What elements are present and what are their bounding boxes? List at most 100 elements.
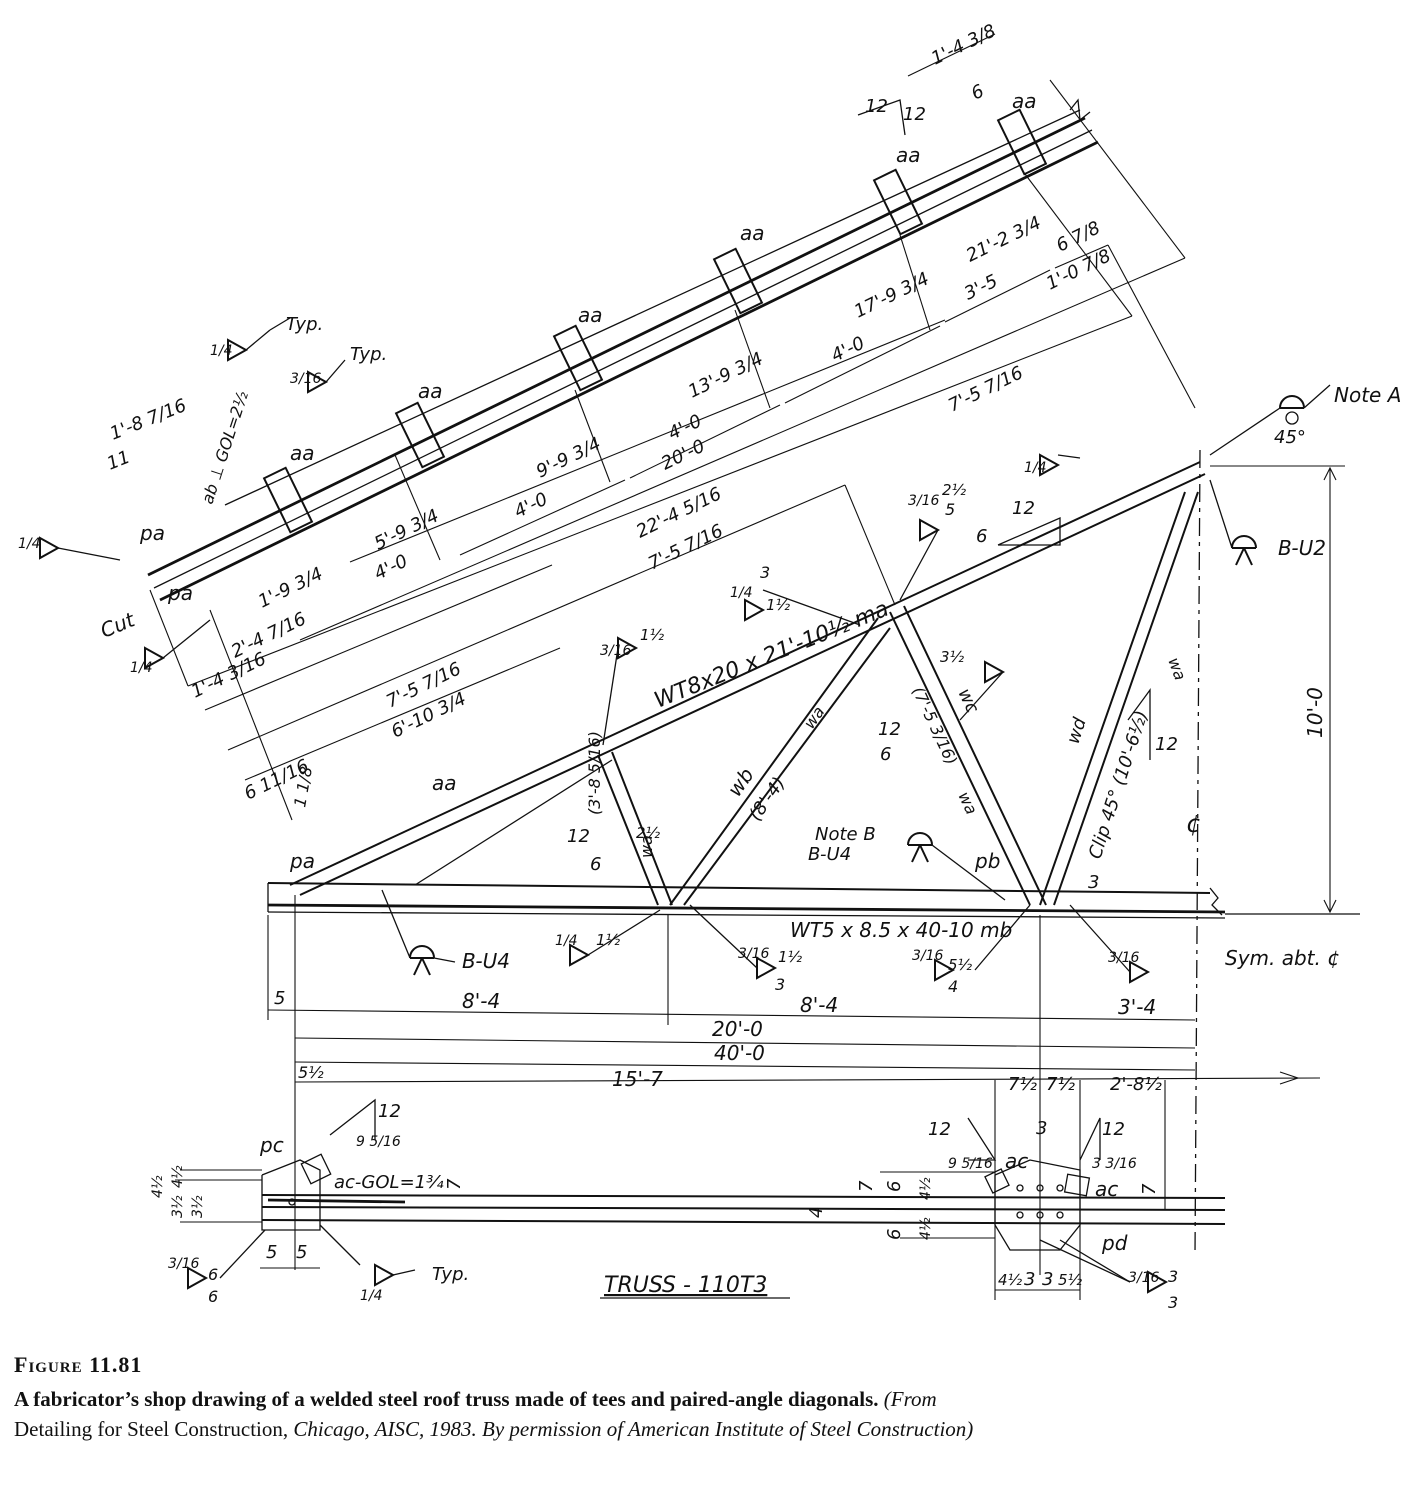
top-dim: 9'-9 3/4 [533, 433, 604, 482]
weld-symbol [1069, 904, 1151, 984]
slope-dimension-lines [187, 33, 1186, 781]
slope-run: 12 [865, 96, 888, 117]
mark-aa: aa [1012, 89, 1037, 113]
detail-dim: 3 [1042, 1269, 1053, 1290]
slope-run: 12 [903, 104, 926, 125]
detail-dimension-labels: 4½ 3½ 3½ 4½ 5 5 7 4 7 6 4½ 6 4½ 7 4½ 3 3… [150, 872, 1160, 1290]
weld-length: 1½ [596, 931, 621, 949]
top-dim: 17'-9 3/4 [851, 268, 933, 322]
figure-caption: Figure 11.81 A fabricator’s shop drawing… [14, 1352, 974, 1444]
mark-aa: aa [740, 221, 765, 245]
top-dim: 20'-0 [658, 436, 708, 475]
weld-symbol [39, 536, 121, 561]
mark-aa: aa [896, 143, 921, 167]
bottom-detail [175, 1153, 1226, 1291]
weld-size: 1/4 [210, 343, 233, 359]
detail-dim: 3 [1036, 1118, 1047, 1139]
weld-length: 2½ [942, 481, 967, 499]
detail-dim: 5½ [1058, 1271, 1083, 1289]
b-u4-left-ref: B-U4 [462, 949, 510, 973]
height-dim-label: 10'-0 [1303, 687, 1327, 738]
slope-rise: 6 [590, 854, 601, 875]
weld-size-labels: 1/4 1/4 1/4 3/16 3/16 1/4 3/16 1/4 1/4 3… [18, 343, 1178, 1312]
note-a-label: Note A [1334, 383, 1401, 407]
detail-dim: 6 [884, 1229, 905, 1240]
field-weld-symbol-note-b [907, 832, 1006, 901]
mark-ac: ac [1005, 1149, 1028, 1173]
weld-length: 6 [208, 1287, 218, 1306]
top-dim: 1'-4 3/16 [188, 648, 270, 702]
weld-size: 3/16 [912, 948, 944, 964]
drawing-labels: WT8x20 x 21'-10½ ma WT5 x 8.5 x 40-10 mb… [97, 89, 1401, 1299]
top-dim: 1'-0 7/8 [1043, 245, 1114, 294]
spacer-plates [262, 108, 1048, 534]
weld-size: 1/4 [730, 585, 753, 601]
weld-length: 1½ [778, 948, 803, 966]
slope-rise: 6 [880, 744, 891, 765]
figure-label: Figure 11.81 [14, 1352, 143, 1377]
caption-bold: A fabricator’s shop drawing of a welded … [14, 1387, 879, 1411]
weld-symbol [144, 619, 211, 670]
horizontal-dimension-lines [267, 895, 1321, 1300]
mark-pc: pc [259, 1133, 284, 1157]
spacer-plate [996, 108, 1048, 176]
top-dim: 4'-0 [371, 551, 411, 585]
weld-symbol [689, 904, 778, 980]
mark-wa: wa [637, 835, 656, 858]
bottom-dimension-labels: 5 8'-4 8'-4 3'-4 20'-0 40'-0 5½ 15'-7 7½… [274, 988, 1162, 1095]
b-u2-ref: B-U2 [1278, 536, 1326, 560]
bottom-dim: 15'-7 [612, 1067, 663, 1091]
weld-symbol [899, 518, 941, 601]
slope-run: 12 [378, 1101, 401, 1122]
weld-symbol [934, 904, 1031, 982]
slope-run: 12 [1155, 734, 1178, 755]
top-dim: 1'-4 3/8 [928, 20, 999, 69]
bottom-dim: 5 [274, 988, 285, 1009]
wa-length: (3'-8 5/16) [585, 731, 604, 815]
weld-symbol [1039, 1239, 1169, 1294]
mark-wc: wc [953, 685, 982, 716]
spacer-plate [394, 401, 446, 469]
detail-dim: 4½ [918, 1217, 934, 1240]
field-weld-symbol-b-u2 [1209, 479, 1257, 566]
detail-dim: 3 [1088, 872, 1099, 893]
detail-dim: 4 [806, 1207, 827, 1218]
ac-gauge-callout: ac-GOL=1¾ [334, 1172, 444, 1193]
weld-symbol [744, 589, 861, 626]
top-dim: 21'-2 3/4 [963, 212, 1045, 266]
weld-size: 3/16 [600, 643, 632, 659]
weld-length: 3 [760, 563, 770, 582]
note-b-ref: B-U4 [808, 844, 851, 865]
spacer-plate [552, 324, 604, 392]
weld-symbols [39, 317, 1169, 1294]
detail-dim: 4½ [150, 1175, 166, 1198]
slope-run: 12 [1012, 498, 1035, 519]
weld-symbol [307, 359, 346, 394]
detail-dim: 4½ [170, 1165, 186, 1188]
weld-size: 3/16 [290, 371, 322, 387]
wc-length: (7'-5 3/16) [908, 684, 961, 768]
weld-symbol [959, 660, 1006, 721]
detail-dim: 3 [1024, 1269, 1035, 1290]
top-dim: 5'-9 3/4 [371, 505, 442, 554]
mark-aa: aa [578, 303, 603, 327]
top-dim: 3'-5 [961, 271, 1001, 305]
field-weld-symbol-left [381, 889, 456, 976]
mark-aa: aa [418, 379, 443, 403]
mark-wb: wb [722, 763, 758, 801]
bottom-dim: 7½ [1046, 1074, 1075, 1095]
gauge-callout: ab ⊥ GOL=2½ [198, 389, 252, 507]
detail-dim: 6 [884, 1181, 905, 1192]
weld-length: 3 [1168, 1293, 1178, 1312]
top-dim: 1'-9 3/4 [255, 563, 326, 612]
bottom-dim: 20'-0 [712, 1017, 763, 1041]
mark-ac: ac [1095, 1177, 1118, 1201]
weld-size: 1/4 [130, 660, 153, 676]
bottom-dim: 8'-4 [462, 989, 500, 1013]
detail-dim: 7 [444, 1178, 465, 1190]
symmetry-note: Sym. abt. ¢ [1225, 946, 1340, 970]
centerline: ¢ [1186, 449, 1201, 1256]
typ-label: Typ. [350, 344, 387, 365]
truss-title: TRUSS - 110T3 [604, 1273, 767, 1298]
bottom-dim: 3'-4 [1118, 995, 1156, 1019]
